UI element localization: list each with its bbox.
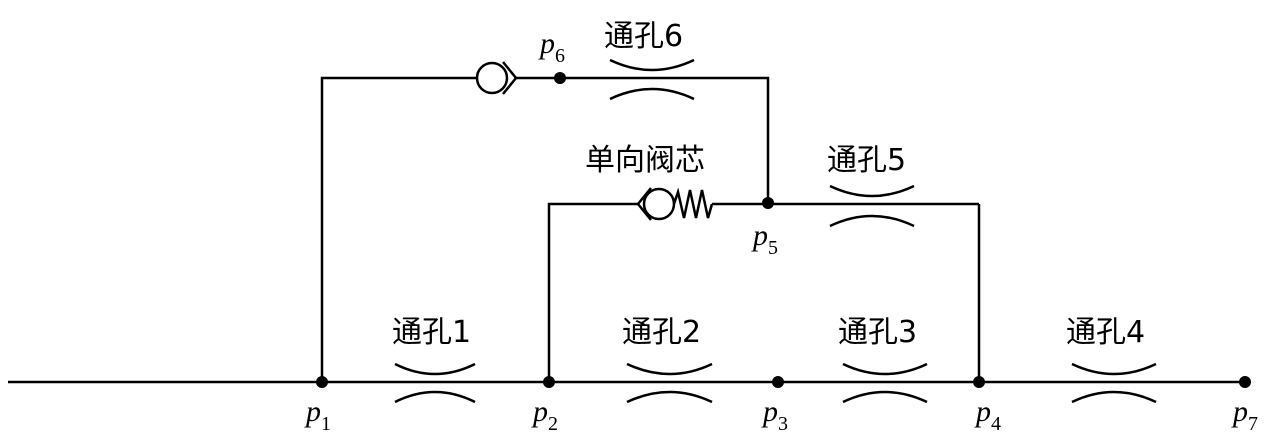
label-p5: p5 xyxy=(751,219,778,259)
label-check-valve-core: 单向阀芯 xyxy=(585,143,705,178)
orifice-symbol-4 xyxy=(1071,362,1157,404)
p2-branch-pipe xyxy=(547,202,638,382)
valve-seat-icon xyxy=(502,61,518,95)
valve-seat-icon xyxy=(636,187,652,221)
node-p6 xyxy=(554,72,566,84)
valve-ball-icon xyxy=(475,61,509,95)
label-hole5: 通孔5 xyxy=(827,143,906,178)
label-hole3: 通孔3 xyxy=(838,315,917,350)
label-p1: p1 xyxy=(304,395,331,435)
p6-branch-pipe xyxy=(516,76,770,203)
label-p2: p2 xyxy=(531,395,558,435)
node-p5 xyxy=(762,197,774,209)
label-hole4: 通孔4 xyxy=(1066,315,1145,350)
label-p4: p4 xyxy=(974,395,1001,435)
orifice-symbol-1 xyxy=(394,362,476,404)
orifice-symbol-2 xyxy=(626,362,713,404)
label-hole1: 通孔1 xyxy=(392,315,471,350)
node-p3 xyxy=(772,376,784,388)
check-valve-core xyxy=(636,187,714,221)
node-p2 xyxy=(543,376,555,388)
node-p4 xyxy=(973,376,985,388)
spring-icon xyxy=(672,187,714,219)
node-p1 xyxy=(316,376,328,388)
node-p7 xyxy=(1239,376,1251,388)
orifice-symbol-5 xyxy=(829,184,915,228)
valve-ball-icon xyxy=(642,187,676,221)
orifice-symbol-3 xyxy=(842,362,928,404)
orifice-symbol-6 xyxy=(609,58,695,101)
label-p6: p6 xyxy=(538,27,565,67)
label-p7: p7 xyxy=(1231,395,1258,435)
p1-branch-pipe xyxy=(320,76,476,382)
label-hole6: 通孔6 xyxy=(604,19,683,54)
check-valve-top xyxy=(475,61,518,95)
label-p3: p3 xyxy=(761,395,788,435)
label-hole2: 通孔2 xyxy=(622,315,701,350)
